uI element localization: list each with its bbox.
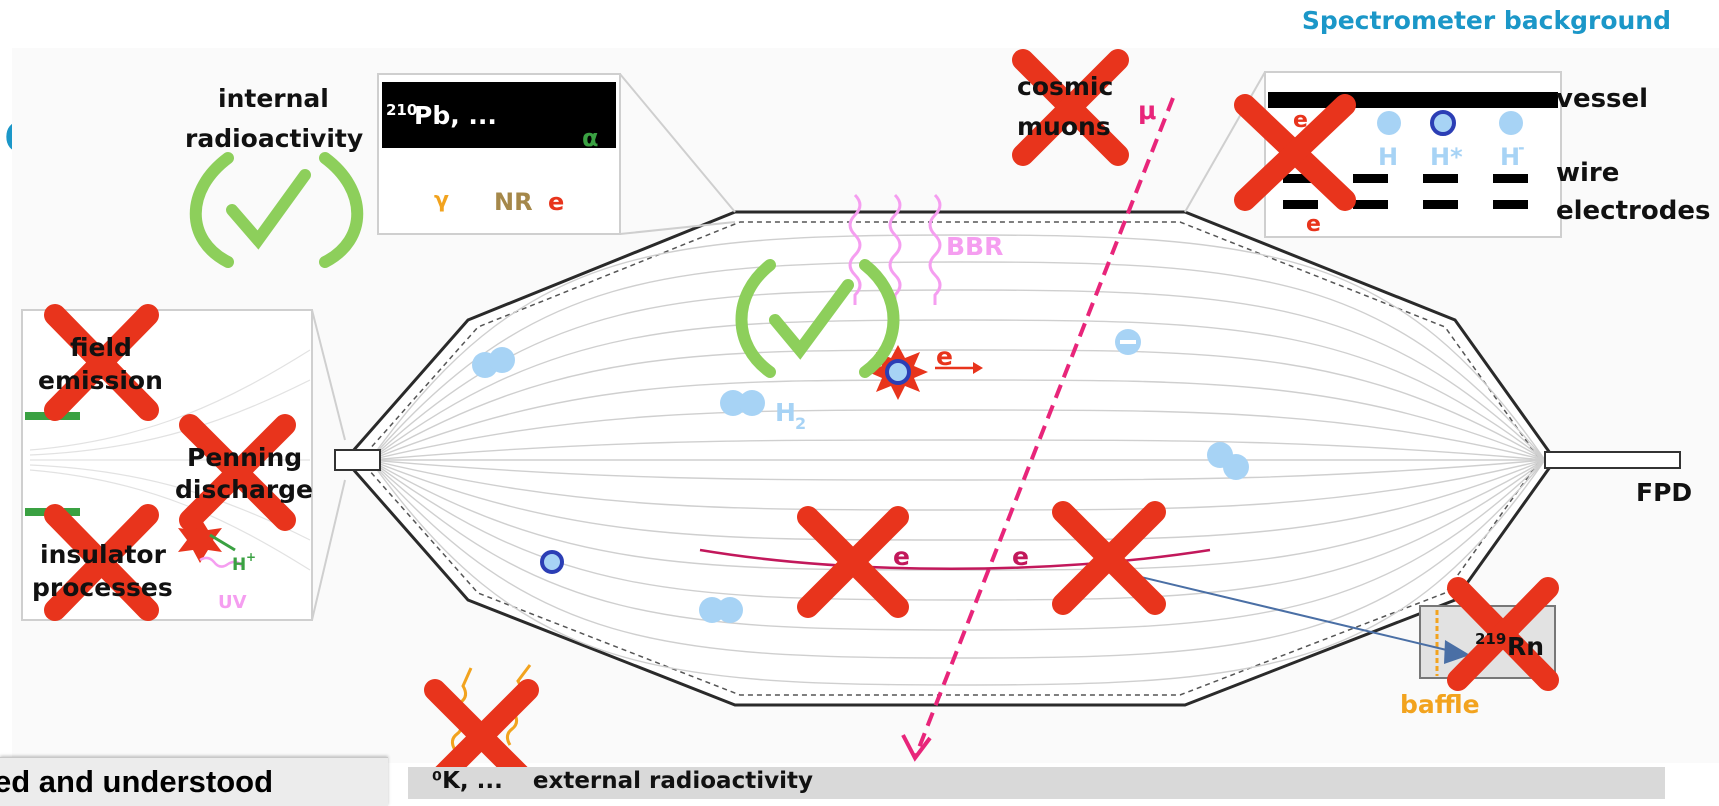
label-electrodes: electrodes (1556, 196, 1711, 226)
label-fpd: FPD (1636, 478, 1693, 507)
ion-particle (540, 550, 564, 574)
label-h-star: H* (1430, 143, 1463, 171)
inset-zoom-line (619, 73, 736, 213)
label-insulator: insulator (40, 540, 166, 569)
label-bbr: BBR (946, 232, 1004, 261)
cross-penning-discharge (179, 414, 296, 531)
inset-zoom-line (1184, 71, 1266, 213)
label-h-minus: H (1500, 143, 1521, 171)
label-cosmic: cosmic (1017, 72, 1114, 101)
label-e-center: e (936, 342, 953, 371)
label-gamma: γ (434, 188, 449, 213)
bbr-check (735, 259, 900, 378)
detector-side-tube (1544, 451, 1681, 469)
label-nr: NR (494, 188, 533, 216)
h-star-atom (1430, 110, 1456, 136)
label-pb-isotope: 210 (386, 101, 418, 119)
label-muons: muons (1017, 112, 1111, 141)
cross-insulator-processes (44, 504, 159, 621)
radon-trajectory (1119, 571, 1456, 653)
label-discharge: discharge (175, 475, 314, 504)
label-uv: UV (218, 592, 247, 613)
label-h2: H (775, 398, 796, 427)
label-external: external radioactivity (532, 768, 813, 794)
label-h-plus-sup: + (246, 550, 257, 564)
label-alpha: α (582, 124, 599, 152)
h-atom (1377, 111, 1401, 135)
muon-arrowhead (901, 734, 932, 762)
label-k-source: ⁰K, ... (432, 768, 503, 794)
penning-burst (178, 517, 222, 563)
internal-radioactivity-check (189, 152, 364, 268)
cross-radon (1447, 577, 1559, 691)
label-internal: internal (218, 84, 329, 113)
bottom-left-caption: ed and understood (0, 764, 273, 799)
cross-trapped-electron-right (1052, 501, 1166, 615)
vessel-wall-bar (1268, 92, 1558, 108)
h-plus-arrow (209, 533, 236, 552)
header-title: Spectrometer background (1301, 6, 1671, 35)
bbr-photons (848, 193, 942, 305)
excited-atom (885, 359, 911, 385)
cross-cosmic-muons (1012, 49, 1129, 166)
inset-source-region (21, 309, 313, 621)
h-minus-bar (1120, 340, 1136, 344)
label-h: H (1378, 143, 1399, 171)
inset-zoom-line (311, 479, 346, 621)
label-e-vessel: e (1293, 108, 1308, 133)
label-rn-isotope: 219 (1475, 630, 1507, 648)
label-emission: emission (38, 366, 163, 395)
label-rn: Rn (1507, 632, 1545, 661)
label-mu: μ (1138, 96, 1157, 125)
cross-marks (44, 49, 1559, 794)
h-minus-ion (1499, 111, 1523, 135)
label-vessel: vessel (1556, 84, 1649, 114)
source-side-tube (334, 449, 381, 471)
label-field: field (70, 333, 132, 362)
cross-trapped-electron-left (797, 506, 909, 618)
muon-track[interactable] (913, 97, 1175, 759)
label-radioactivity: radioactivity (185, 124, 364, 153)
inset-zoom-line (311, 309, 346, 441)
label-external-radioactivity: ⁰K, ... external radioactivity (432, 768, 813, 794)
label-pb-source: Pb, ... (414, 101, 497, 130)
wire-electrode-dashes (1283, 174, 1528, 209)
external-radioactivity-bar (408, 767, 1665, 799)
label-h-plus: H (232, 555, 247, 575)
inset-zoom-line (619, 221, 736, 235)
label-h-minus-sup: - (1518, 138, 1525, 157)
label-e-trapped-left: e (893, 542, 910, 571)
electron-arrowhead (973, 362, 983, 374)
label-penning: Penning (187, 443, 303, 472)
cross-vessel-electrons (1234, 94, 1356, 211)
bottom-left-overlay (0, 757, 388, 806)
label-baffle: baffle (1400, 690, 1480, 719)
label-h2-subscript: 2 (795, 414, 807, 433)
uv-wave (199, 556, 243, 568)
cross-field-emission (44, 304, 159, 421)
label-e-inset: e (548, 188, 565, 216)
magnetic-field-lines (369, 234, 1546, 686)
label-processes: processes (32, 573, 173, 602)
label-wire: wire (1556, 158, 1620, 188)
label-e-wire: e (1306, 212, 1321, 237)
inset-wall-black (382, 82, 616, 148)
radon-arrowhead (1444, 640, 1470, 664)
label-e-trapped-right: e (1012, 542, 1029, 571)
trapped-electron-track (699, 548, 1211, 570)
